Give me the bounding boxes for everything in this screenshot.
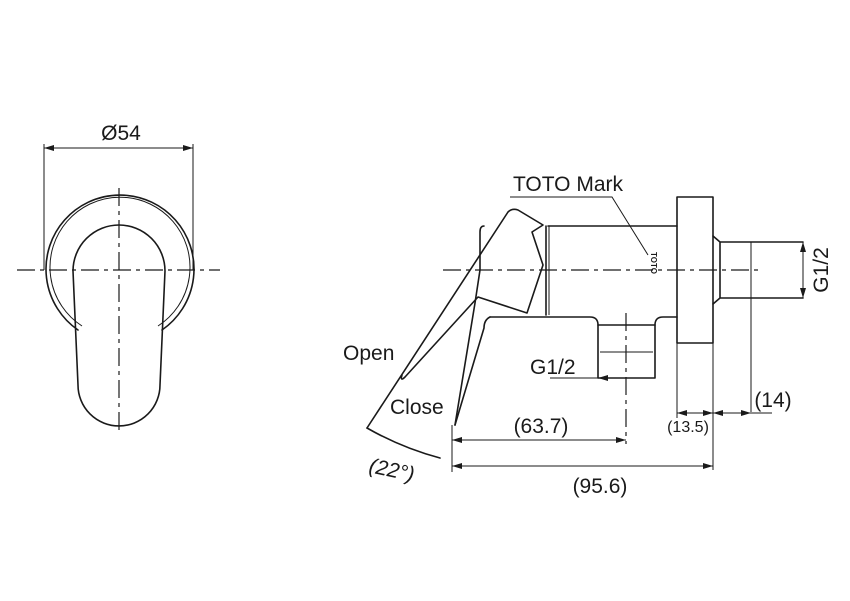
outlet-thread-label: G1/2 [530, 356, 576, 379]
dimension-95-6-label: (95.6) [573, 475, 628, 498]
lever-handle-front [72, 224, 166, 427]
inlet-thread-label: G1/2 [810, 247, 833, 293]
lever-handle-open [366, 208, 544, 429]
toto-mark-leader [510, 196, 649, 256]
inlet-pipe [712, 235, 804, 305]
dimension-13-5-label: (13.5) [667, 419, 709, 436]
dimension-14-label: (14) [754, 389, 791, 412]
body-lower-left [454, 316, 491, 426]
toto-mark-label: TOTO Mark [513, 173, 624, 196]
diameter-label: Ø54 [101, 122, 141, 145]
front-view: Ø54 [17, 122, 220, 435]
cap-outline [479, 225, 485, 271]
toto-mark-engraving: TOTO [649, 252, 658, 274]
lever-handle-close [454, 269, 481, 426]
open-label: Open [343, 342, 394, 365]
flange [676, 196, 714, 344]
escutcheon-inner-outline [49, 196, 191, 327]
escutcheon-outline [45, 194, 195, 331]
close-label: Close [390, 396, 444, 419]
body-bottom [489, 316, 678, 326]
side-view: G1/2 TOTO TOTO Mark Open Close (22°) G1/… [343, 173, 833, 498]
lever-handle-open-tip [366, 427, 441, 459]
dimension-63-7-label: (63.7) [514, 415, 569, 438]
angle-label: (22°) [367, 454, 417, 486]
